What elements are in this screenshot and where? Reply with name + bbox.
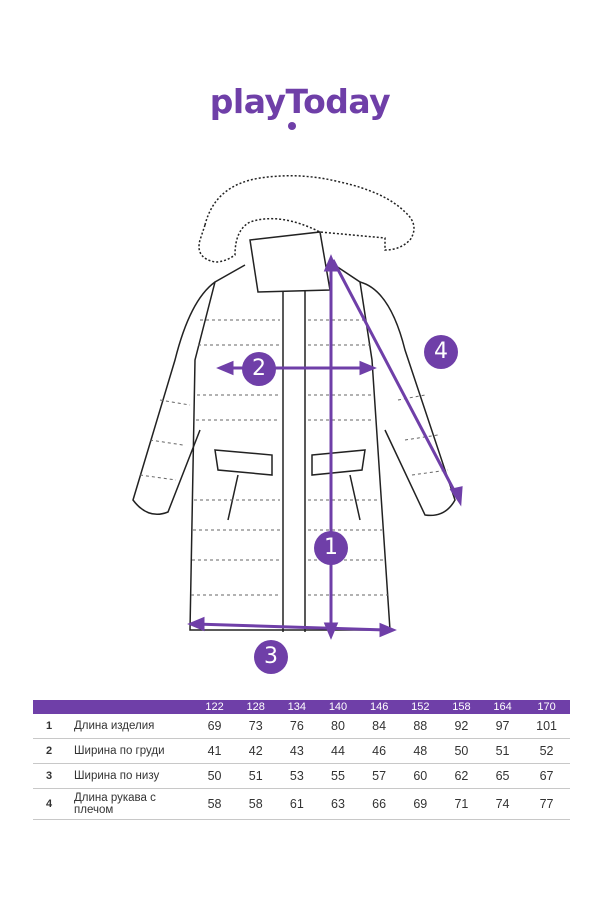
table-cell: 74 — [481, 788, 524, 820]
callout-1: 1 — [314, 531, 348, 565]
table-cell: 88 — [399, 714, 441, 739]
fur-hood — [198, 175, 415, 263]
row-number: 3 — [33, 763, 74, 789]
table-cell: 46 — [358, 738, 400, 764]
table-cell: 66 — [358, 788, 400, 820]
table-cell: 58 — [194, 788, 236, 820]
row-number: 1 — [33, 714, 74, 739]
size-chart: 122 128 134 140 146 152 158 164 170 1 Дл… — [33, 700, 570, 820]
coat-body — [189, 261, 391, 631]
table-row: 4 Длина рукава с плечом 58 58 61 63 66 6… — [33, 788, 570, 820]
size-header: 170 — [523, 700, 570, 714]
table-cell: 62 — [440, 763, 482, 789]
callout-4: 4 — [424, 335, 458, 369]
table-cell: 51 — [481, 738, 524, 764]
table-cell: 92 — [440, 714, 482, 739]
size-header: 158 — [440, 700, 482, 714]
table-cell: 53 — [276, 763, 318, 789]
table-cell: 67 — [523, 763, 570, 789]
left-sleeve — [132, 281, 216, 515]
table-cell: 80 — [317, 714, 359, 739]
size-header: 128 — [235, 700, 277, 714]
row-label: Длина рукава с плечом — [74, 788, 194, 820]
table-cell: 57 — [358, 763, 400, 789]
sleeve-arrow — [331, 259, 460, 499]
size-header: 134 — [276, 700, 318, 714]
brand-logo: playToday — [209, 82, 391, 121]
table-cell: 50 — [440, 738, 482, 764]
row-label: Ширина по низу — [74, 763, 194, 789]
size-header: 164 — [481, 700, 524, 714]
row-number: 4 — [33, 788, 74, 820]
row-number: 2 — [33, 738, 74, 764]
size-header: 122 — [194, 700, 236, 714]
table-cell: 51 — [235, 763, 277, 789]
table-cell: 65 — [481, 763, 524, 789]
table-cell: 97 — [481, 714, 524, 739]
table-cell: 55 — [317, 763, 359, 789]
table-cell: 69 — [194, 714, 236, 739]
right-sleeve — [359, 281, 456, 517]
table-cell: 71 — [440, 788, 482, 820]
size-header-row: 122 128 134 140 146 152 158 164 170 — [33, 700, 570, 714]
table-row: 2 Ширина по груди 41 42 43 44 46 48 50 5… — [33, 738, 570, 764]
placket — [282, 290, 306, 632]
table-cell: 77 — [523, 788, 570, 820]
table-cell: 69 — [399, 788, 441, 820]
row-label: Ширина по груди — [74, 738, 194, 764]
size-header: 146 — [358, 700, 400, 714]
table-cell: 101 — [523, 714, 570, 739]
table-cell: 52 — [523, 738, 570, 764]
table-cell: 76 — [276, 714, 318, 739]
row-label: Длина изделия — [74, 714, 194, 739]
table-row: 3 Ширина по низу 50 51 53 55 57 60 62 65… — [33, 763, 570, 789]
size-header: 152 — [399, 700, 441, 714]
hem-arrow — [194, 622, 389, 632]
callout-3: 3 — [254, 640, 288, 674]
coat-drawing — [132, 175, 463, 640]
table-cell: 41 — [194, 738, 236, 764]
left-pocket — [214, 449, 273, 476]
table-cell: 61 — [276, 788, 318, 820]
collar — [249, 231, 331, 293]
table-cell: 73 — [235, 714, 277, 739]
table-cell: 44 — [317, 738, 359, 764]
table-cell: 48 — [399, 738, 441, 764]
right-pocket — [311, 449, 366, 476]
table-cell: 84 — [358, 714, 400, 739]
table-cell: 43 — [276, 738, 318, 764]
table-cell: 50 — [194, 763, 236, 789]
table-cell: 58 — [235, 788, 277, 820]
table-row: 1 Длина изделия 69 73 76 80 84 88 92 97 … — [33, 714, 570, 739]
size-header: 140 — [317, 700, 359, 714]
table-cell: 63 — [317, 788, 359, 820]
table-cell: 60 — [399, 763, 441, 789]
table-cell: 42 — [235, 738, 277, 764]
quilting-lines — [139, 319, 449, 596]
callout-2: 2 — [242, 352, 276, 386]
logo-dot — [288, 122, 296, 130]
